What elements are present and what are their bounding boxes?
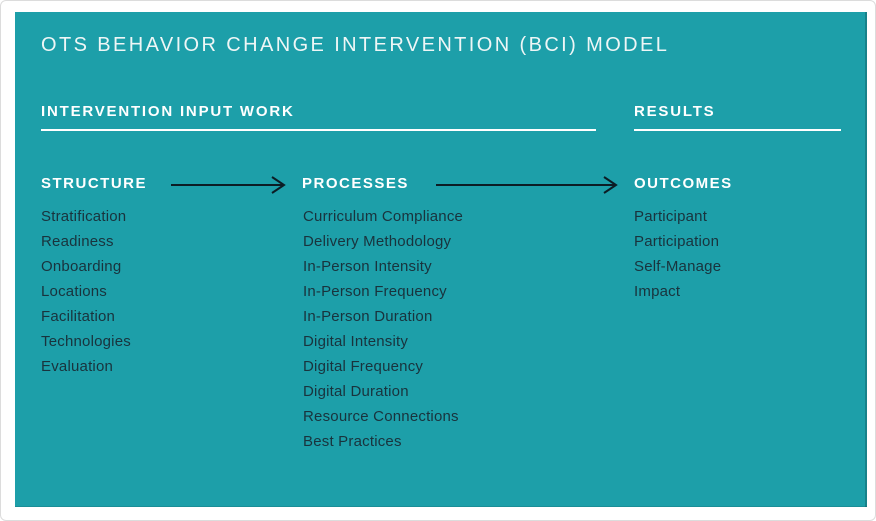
section-label-results: RESULTS — [634, 103, 716, 120]
list-item: Participant — [634, 208, 708, 225]
page-title: OTS BEHAVIOR CHANGE INTERVENTION (BCI) M… — [41, 34, 670, 56]
list-item: Digital Duration — [303, 383, 409, 400]
list-item: Locations — [41, 283, 108, 300]
list-item: Curriculum Compliance — [303, 208, 464, 225]
list-item: Best Practices — [303, 433, 402, 450]
arrow-right-icon — [436, 176, 618, 194]
list-item: Readiness — [41, 233, 114, 250]
list-item: Impact — [634, 283, 681, 300]
divider-input-work — [41, 129, 596, 131]
list-item: Delivery Methodology — [303, 233, 452, 250]
list-item: Evaluation — [41, 358, 114, 375]
list-item: In-Person Intensity — [303, 258, 432, 275]
list-item: Resource Connections — [303, 408, 459, 425]
list-item: Digital Frequency — [303, 358, 424, 375]
column-header-processes: PROCESSES — [302, 175, 409, 192]
list-item: Digital Intensity — [303, 333, 409, 350]
arrow-right-icon — [171, 176, 286, 194]
list-item: Stratification — [41, 208, 127, 225]
divider-results — [634, 129, 841, 131]
list-item: In-Person Frequency — [303, 283, 447, 300]
list-item: In-Person Duration — [303, 308, 433, 325]
list-item: Participation — [634, 233, 720, 250]
column-header-outcomes: OUTCOMES — [634, 175, 733, 192]
column-header-structure: STRUCTURE — [41, 175, 147, 192]
list-item: Facilitation — [41, 308, 116, 325]
bci-model-panel: OTS BEHAVIOR CHANGE INTERVENTION (BCI) M… — [15, 12, 867, 507]
list-item: Technologies — [41, 333, 131, 350]
list-item: Onboarding — [41, 258, 122, 275]
list-item: Self-Manage — [634, 258, 722, 275]
section-label-intervention-input-work: INTERVENTION INPUT WORK — [41, 103, 295, 120]
